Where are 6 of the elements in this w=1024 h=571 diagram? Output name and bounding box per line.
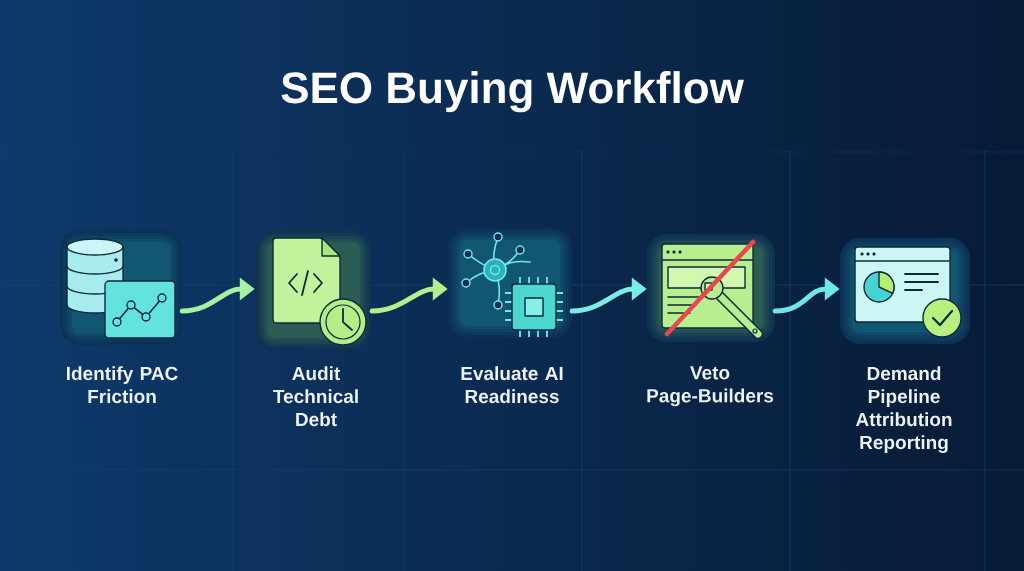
step-label: Evaluate AI Readiness [461, 366, 563, 404]
step-label: Veto Page-Builders [647, 366, 774, 407]
step-label: Demand Pipeline Attribution Reporting [855, 366, 952, 453]
step-label: Identify PAC Friction [67, 366, 178, 404]
step-label: Audit Technical Debt [273, 366, 358, 427]
title: SEO Buying Workflow [281, 71, 744, 113]
